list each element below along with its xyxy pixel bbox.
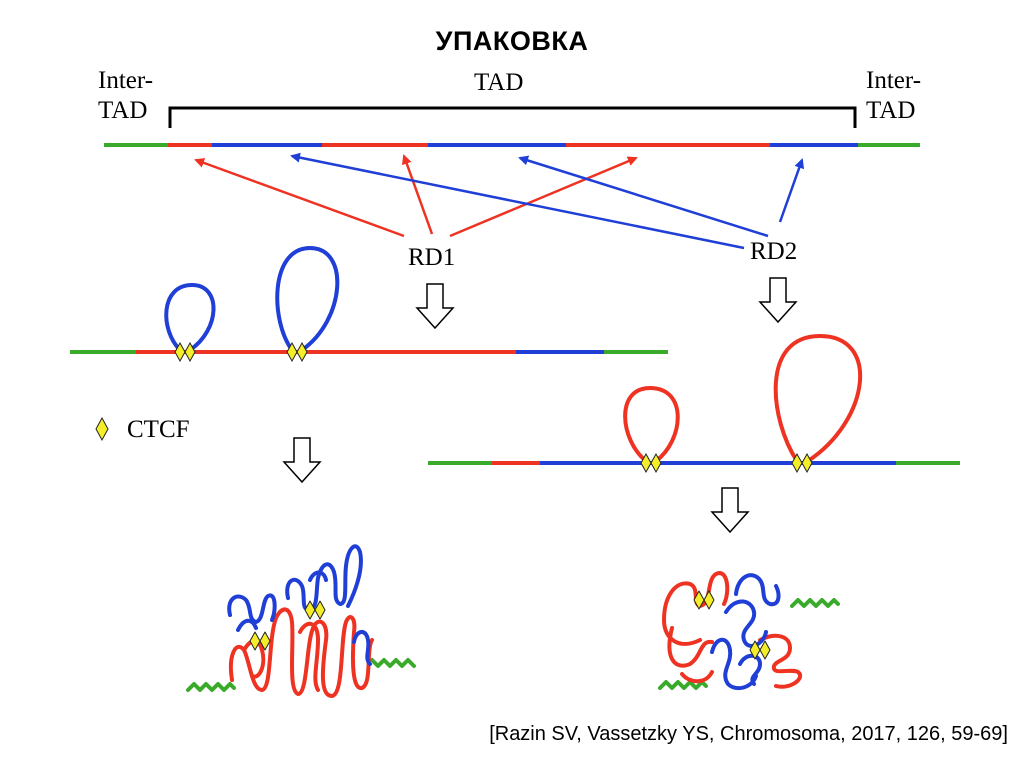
down-arrow-right-globule — [712, 488, 748, 532]
rd1-loop-track — [70, 248, 668, 361]
rd2-packed-globule — [660, 573, 838, 688]
rd2-loop-track — [428, 336, 960, 472]
rd2-arrows — [292, 156, 802, 248]
ctcf-site — [175, 343, 195, 361]
rd1-arrows — [196, 156, 636, 236]
ctcf-site — [287, 343, 307, 361]
down-arrow-rd1 — [417, 284, 453, 328]
ctcf-site — [641, 454, 661, 472]
rd1-packed-globule — [188, 546, 414, 696]
ctcf-site — [792, 454, 812, 472]
down-arrow-left-globule — [284, 438, 320, 482]
down-arrow-rd2 — [760, 278, 796, 322]
ctcf-legend-icon — [96, 418, 108, 440]
tad-bracket — [170, 108, 855, 128]
